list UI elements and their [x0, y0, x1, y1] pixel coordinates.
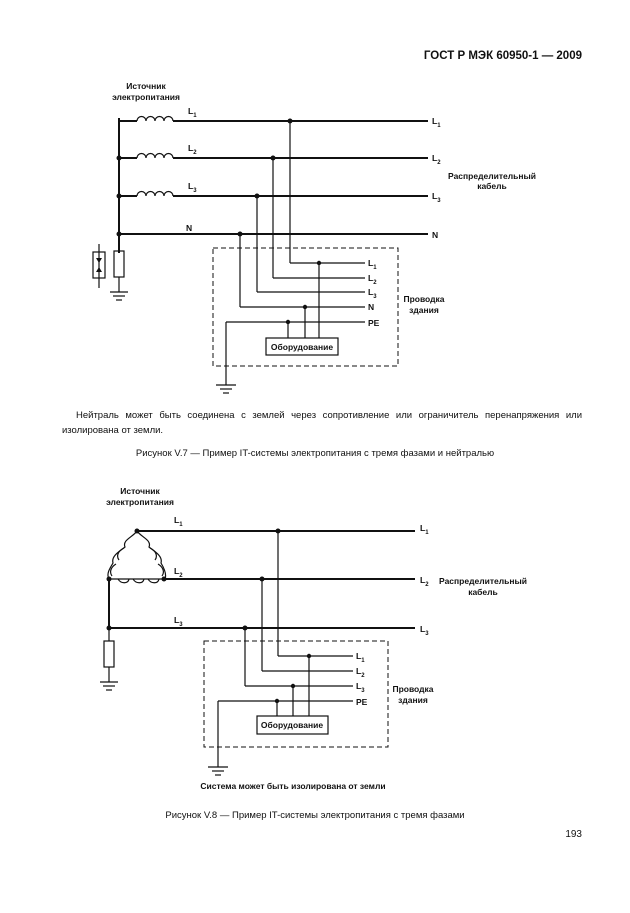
end-label-n: N: [432, 230, 438, 240]
junction: [316, 260, 322, 266]
end-label-l2: L2: [432, 153, 441, 166]
cable-label-line1: Распределительный: [448, 171, 536, 181]
bldg-label-l1: L1: [356, 651, 365, 664]
figure-v7-caption: Рисунок V.7 — Пример IT-системы электроп…: [135, 448, 495, 459]
end-label-l2: L2: [420, 575, 429, 588]
junction: [254, 193, 260, 199]
page-number: 193: [565, 829, 582, 840]
label-l2: L2: [188, 143, 197, 156]
bldg-label-l1: L1: [368, 258, 377, 271]
label-l1: L1: [174, 515, 183, 528]
bldg-label-l2: L2: [356, 666, 365, 679]
source-label-line2: электропитания: [106, 497, 174, 507]
building-wiring-box: [212, 247, 399, 367]
junction: [275, 528, 281, 534]
figure-v8-caption: Рисунок V.8 — Пример IT-системы электроп…: [165, 810, 465, 821]
junction: [237, 231, 243, 237]
resistor-icon: [103, 640, 115, 668]
cable-label-line1: Распределительный: [439, 576, 527, 586]
bldg-label-pe: PE: [368, 318, 380, 328]
junction: [274, 698, 280, 704]
bldg-label-l3: L3: [368, 287, 377, 300]
end-label-l3: L3: [432, 191, 441, 204]
coil-l2: [136, 152, 174, 159]
label-l3: L3: [188, 181, 197, 194]
junction: [116, 155, 122, 161]
ground-icon: [100, 681, 118, 691]
coil-l3: [136, 190, 174, 197]
surge-arrester-icon: [92, 244, 106, 288]
building-wiring-box: [203, 640, 389, 748]
label-l3: L3: [174, 615, 183, 628]
bldg-label-l3: L3: [356, 681, 365, 694]
junction: [242, 625, 248, 631]
cable-label-line2: кабель: [468, 587, 498, 597]
junction: [290, 683, 296, 689]
building-label-line2: здания: [409, 305, 439, 315]
bldg-label-pe: PE: [356, 697, 368, 707]
source-label-line1: Источник: [120, 486, 160, 496]
coil-l1: [136, 115, 174, 122]
bldg-label-l2: L2: [368, 273, 377, 286]
ground-icon: [216, 384, 236, 394]
label-l2: L2: [174, 566, 183, 579]
junction: [306, 653, 312, 659]
page-header: ГОСТ Р МЭК 60950-1 — 2009: [423, 50, 582, 62]
junction: [287, 118, 293, 124]
isolation-note: Система может быть изолирована от земли: [200, 781, 385, 791]
end-label-l3: L3: [420, 624, 429, 637]
junction: [270, 155, 276, 161]
ground-icon: [208, 766, 228, 776]
equipment-label: Оборудование: [271, 342, 333, 352]
junction: [259, 576, 265, 582]
junction: [116, 231, 122, 237]
ground-icon: [110, 291, 128, 301]
building-label-line1: Проводка: [403, 294, 444, 304]
junction: [285, 319, 291, 325]
building-label-line1: Проводка: [392, 684, 433, 694]
figure-v7-diagram: Источник электропитания L1 L2 L3 N L1 L2…: [92, 81, 536, 394]
junction: [302, 304, 308, 310]
label-n: N: [186, 223, 192, 233]
source-label-line1: Источник: [126, 81, 166, 91]
end-label-l1: L1: [420, 523, 429, 536]
neutral-note: Нейтраль может быть соединена с землей ч…: [62, 410, 582, 436]
source-label-line2: электропитания: [112, 92, 180, 102]
equipment-label: Оборудование: [261, 720, 323, 730]
label-l1: L1: [188, 106, 197, 119]
equipment-box: [265, 337, 339, 356]
delta-source-icon: [107, 529, 167, 584]
junction: [116, 193, 122, 199]
cable-label-line2: кабель: [477, 181, 507, 191]
equipment-box: [256, 715, 329, 735]
building-label-line2: здания: [398, 695, 428, 705]
end-label-l1: L1: [432, 116, 441, 129]
figure-v8-diagram: Источник электропитания L1 L2 L3 L1 L2 L…: [100, 486, 527, 791]
resistor-icon: [113, 250, 125, 278]
bldg-label-n: N: [368, 302, 374, 312]
